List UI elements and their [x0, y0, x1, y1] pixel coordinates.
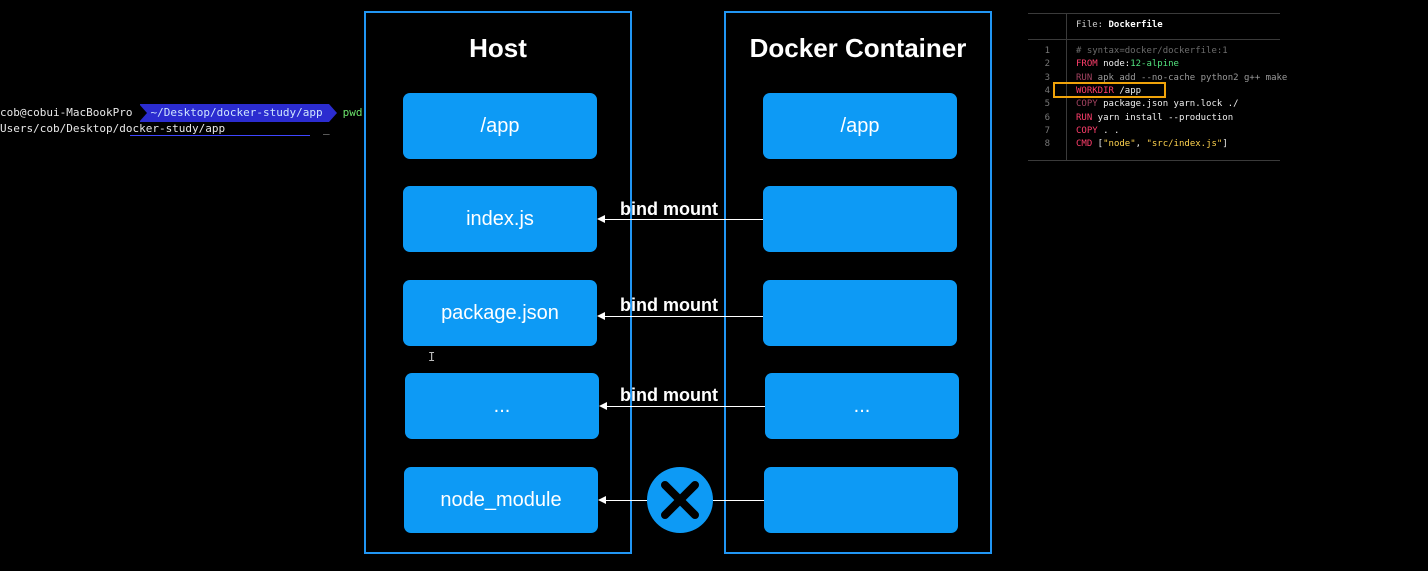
file-name: Dockerfile [1108, 20, 1163, 30]
file-header: File: Dockerfile [1028, 14, 1280, 40]
line-number: 8 [1044, 139, 1050, 150]
bind-arrow-head-2 [597, 312, 605, 320]
terminal-underline [130, 135, 310, 136]
code-line: 4 WORKDIR /app [1028, 85, 1428, 98]
code-token: RUN [1076, 112, 1093, 123]
dockerfile-viewer: File: Dockerfile 1 # syntax=docker/docker… [1028, 13, 1287, 161]
bind-arrow-line-3 [606, 406, 765, 407]
blocked-x-icon [647, 467, 713, 533]
bind-arrow-head-3 [599, 402, 607, 410]
container-box-node-module [764, 467, 958, 533]
code-token: WORKDIR [1076, 85, 1114, 96]
bind-mount-label-2: bind mount [620, 295, 718, 315]
host-title: Host [469, 33, 527, 63]
container-box-app: /app [763, 93, 957, 159]
file-label: File: Dockerfile [1076, 20, 1163, 30]
code-line: 6 RUN yarn install --production [1028, 112, 1428, 125]
line-number: 4 [1044, 85, 1050, 96]
blocked-arrow-line-left [605, 500, 647, 501]
host-box-ellipsis: ... [405, 373, 599, 439]
code-line: 1 # syntax=docker/dockerfile:1 [1028, 45, 1428, 58]
host-box-package-json: package.json [403, 280, 597, 346]
code-token: ] [1222, 139, 1228, 150]
host-box-app: /app [403, 93, 597, 159]
container-box-index-js [763, 186, 957, 252]
mouse-text-cursor-icon: I [428, 350, 436, 364]
code-line: 5 COPY package.json yarn.lock ./ [1028, 98, 1428, 111]
line-number: 3 [1044, 72, 1050, 83]
host-box-index-js: index.js [403, 186, 597, 252]
code-line: 8 CMD ["node", "src/index.js"] [1028, 138, 1428, 151]
bind-arrow-line-2 [604, 316, 763, 317]
terminal-path: ~/Desktop/docker-study/app [139, 104, 337, 122]
terminal-command: pwd [342, 106, 363, 119]
bind-arrow-line-1 [604, 219, 763, 220]
code-token: , [1135, 139, 1147, 150]
code-token: /app [1113, 85, 1142, 96]
line-number: 2 [1044, 59, 1050, 70]
container-title: Docker Container [749, 33, 967, 63]
code-line: 7 COPY . . [1028, 125, 1428, 138]
workdir-highlight [1053, 82, 1166, 98]
bind-mount-label-1: bind mount [620, 199, 718, 219]
container-box-package-json [763, 280, 957, 346]
container-panel: Docker Container [724, 11, 992, 554]
code-line: 2 FROM node:12-alpine [1028, 58, 1428, 71]
code-token: FROM [1076, 59, 1098, 70]
code-token: node: [1097, 59, 1131, 70]
bind-arrow-head-1 [597, 215, 605, 223]
terminal-prompt-line: cob@cobui-MacBookPro ~/Desktop/docker-stu… [0, 104, 363, 122]
code-token: package.json yarn.lock ./ [1097, 99, 1239, 110]
line-number: 6 [1044, 112, 1050, 123]
code-token: RUN [1076, 72, 1093, 83]
line-number: 1 [1044, 46, 1050, 56]
code-token: "node" [1103, 139, 1136, 150]
container-box-ellipsis: ... [765, 373, 959, 439]
line-gutter [1028, 39, 1067, 160]
line-number: 7 [1044, 125, 1050, 136]
code-token: . . [1097, 125, 1120, 136]
blocked-arrow-head [598, 496, 606, 504]
code-token: yarn install --production [1092, 112, 1234, 123]
code-token: COPY [1076, 125, 1098, 136]
terminal-user-host: cob@cobui-MacBookPro [0, 106, 133, 119]
code-token: [ [1092, 139, 1104, 150]
bind-mount-label-3: bind mount [620, 385, 718, 405]
code-token: COPY [1076, 99, 1098, 110]
code-token: 12-alpine [1130, 59, 1179, 70]
code-token: CMD [1076, 139, 1093, 150]
code-token: apk add --no-cache python2 g++ make [1092, 72, 1288, 83]
blocked-arrow-line-right [713, 500, 764, 501]
terminal-output: Users/cob/Desktop/docker-study/app [0, 122, 226, 135]
code-token: "src/index.js" [1146, 139, 1223, 150]
screen: cob@cobui-MacBookPro ~/Desktop/docker-stu… [0, 11, 1288, 554]
code-token: # syntax=docker/dockerfile:1 [1076, 46, 1228, 56]
code-line: 3 RUN apk add --no-cache python2 g++ make [1028, 72, 1428, 85]
line-number: 5 [1044, 99, 1050, 110]
host-box-node-module: node_module [404, 467, 598, 533]
host-panel: Host [364, 11, 632, 554]
terminal-cursor: _ [323, 122, 330, 135]
